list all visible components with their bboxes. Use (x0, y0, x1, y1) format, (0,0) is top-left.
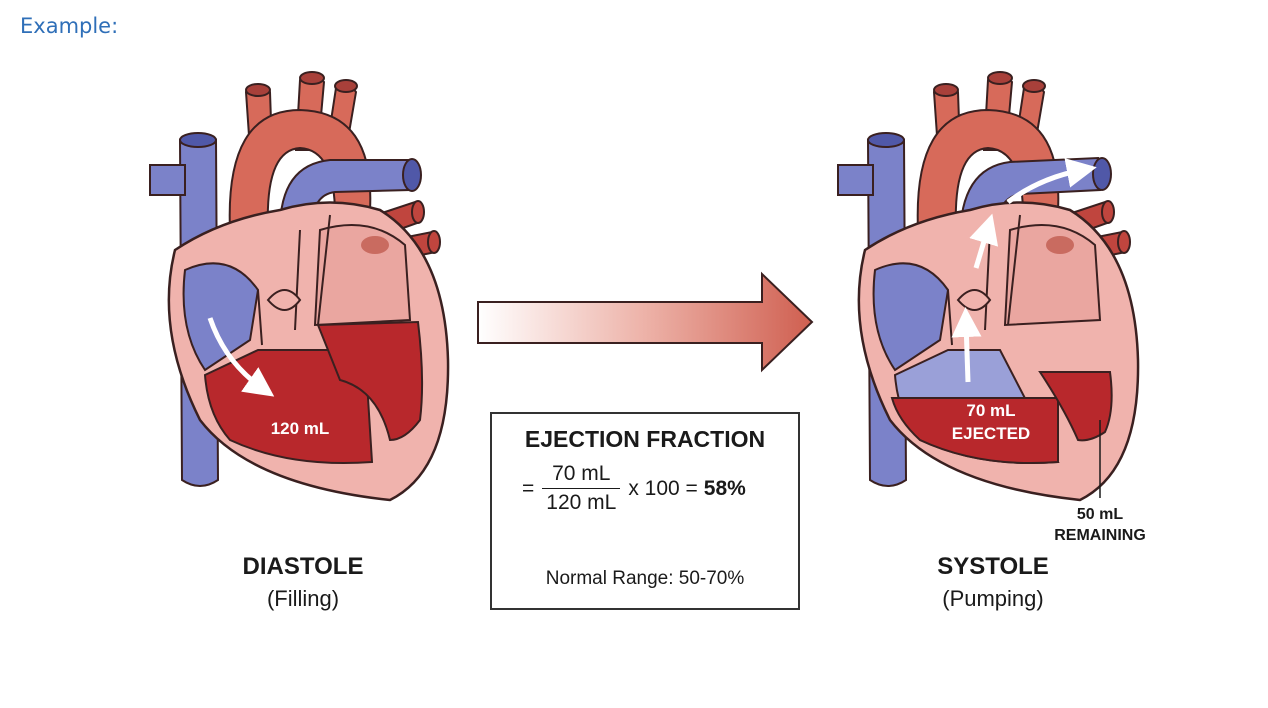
example-label: Example: (20, 14, 119, 38)
systole-remaining-word: REMAINING (1054, 527, 1146, 544)
left-atrium (313, 224, 412, 327)
ejection-fraction-box: EJECTION FRACTION = 70 mL 120 mL x 100 =… (490, 412, 800, 610)
systole-remaining-value: 50 mL (1077, 506, 1123, 523)
aortic-arch (228, 108, 372, 231)
fraction-denominator: 120 mL (542, 488, 621, 515)
remaining-blood-right (890, 397, 1059, 465)
fraction: 70 mL 120 mL (542, 462, 621, 515)
systole-ejected-value: 70 mL (966, 401, 1015, 420)
filling-arrow (207, 317, 275, 397)
ejection-fraction-title: EJECTION FRACTION (524, 426, 766, 452)
diastole-volume-label: 120 mL (271, 419, 330, 438)
transition-arrow (477, 271, 814, 373)
right-atrium (872, 262, 950, 372)
ejection-arrow-upper (1006, 158, 1097, 205)
ejection-fraction-result: 58% (703, 476, 746, 500)
systole-caption-title: SYSTOLE (937, 553, 1049, 580)
diastole-heart: 120 mL (149, 71, 450, 502)
left-ventricle (316, 320, 424, 442)
equals-sign: = (522, 476, 535, 500)
ejection-fraction-equation: = 70 mL 120 mL x 100 = 58% (522, 462, 746, 515)
diastole-caption-sub: (Filling) (267, 586, 339, 611)
normal-range-text: Normal Range: 50-70% (545, 568, 745, 589)
systole-caption-sub: (Pumping) (942, 586, 1043, 611)
diastole-caption-title: DIASTOLE (243, 553, 364, 580)
left-ventricle (1038, 371, 1113, 442)
systole-heart: 70 mL EJECTED (837, 71, 1140, 502)
multiplier-text: x 100 = (628, 476, 698, 500)
fraction-numerator: 70 mL (552, 462, 611, 485)
systole-ejected-word: EJECTED (952, 424, 1030, 443)
aortic-arch (916, 108, 1060, 231)
ejection-arrow-middle (969, 213, 999, 269)
ejection-arrow-lower (951, 307, 982, 383)
left-atrium (1003, 224, 1102, 327)
